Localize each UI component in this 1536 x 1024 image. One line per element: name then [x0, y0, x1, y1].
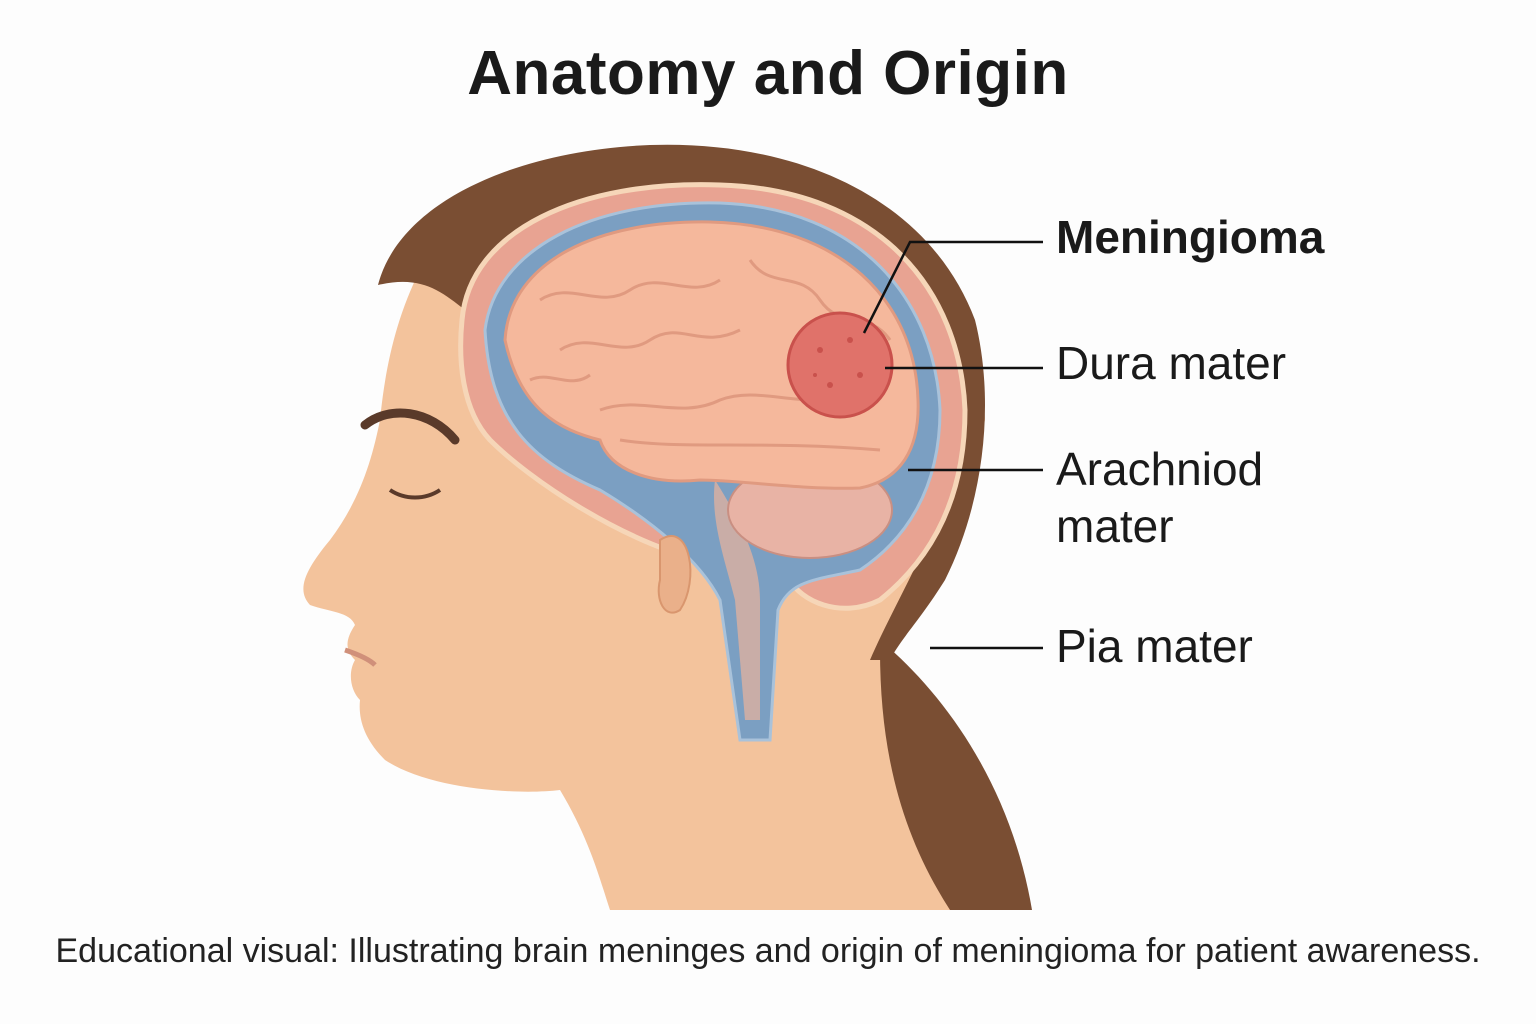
tumor-texture — [813, 337, 863, 388]
label-dura-mater: Dura mater — [1056, 337, 1287, 389]
ponytail — [876, 640, 1032, 910]
closed-eye — [388, 488, 442, 500]
meningioma-leader-line — [862, 240, 1043, 334]
cerebrum — [503, 220, 920, 490]
ear — [657, 535, 692, 614]
brainstem — [714, 480, 760, 720]
page-title: Anatomy and Origin — [467, 39, 1069, 108]
hair — [378, 144, 985, 661]
label-pia-mater: Pia mater — [1056, 620, 1253, 672]
lips — [344, 647, 377, 667]
caption: Educational visual: Illustrating brain m… — [55, 932, 1481, 970]
meningioma-tumor — [786, 311, 894, 419]
eyebrow — [360, 408, 460, 445]
label-meningioma: Meningioma — [1056, 211, 1325, 263]
label-arachnoid-line1: Arachniod — [1056, 443, 1264, 495]
label-arachnoid-line2: mater — [1056, 500, 1174, 552]
leader-lines — [862, 240, 1043, 650]
